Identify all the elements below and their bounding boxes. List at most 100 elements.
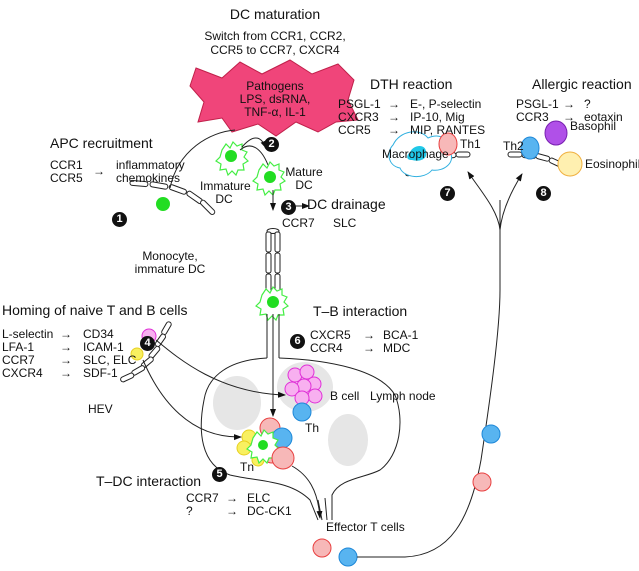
mature-dc-label-1: Mature [285, 165, 323, 179]
lymphatic-vessel [265, 228, 281, 295]
arrow-glyph: → [388, 123, 400, 137]
circulating-th2-cell [481, 424, 501, 444]
step-7-badge: 7 [440, 186, 455, 201]
arrow-glyph: → [388, 97, 400, 111]
pathogen-starburst [189, 59, 359, 137]
arrow-glyph: → [563, 97, 575, 111]
page-title: DC maturation [229, 6, 321, 22]
follicle [213, 376, 261, 430]
th2-label: Th2 [503, 139, 524, 153]
tdc-receptor-2: ? [186, 504, 193, 518]
arrow-glyph: → [60, 353, 72, 367]
stimulus-3: TNF-α, IL-1 [244, 105, 306, 119]
homing-receptor-3: CCR7 [2, 353, 35, 367]
monocyte-cell [156, 197, 170, 211]
blood-vessel-1 [129, 179, 216, 215]
step-8-badge: 8 [536, 186, 551, 201]
lymph-node-label: Lymph node [370, 389, 436, 403]
arrow-glyph: → [60, 366, 72, 380]
switch-line-1: Switch from CCR1, CCR2, [204, 29, 346, 43]
homing-ligand-3: SLC, ELC [83, 353, 137, 367]
tb-receptor-1: CXCR5 [310, 328, 351, 342]
arrow-glyph: → [60, 327, 72, 341]
dc-drainage-ligand: SLC [333, 216, 357, 230]
circulating-th1-cell [472, 472, 492, 492]
macrophage-label: Macrophage [382, 147, 449, 161]
b-cell-cluster [284, 364, 323, 406]
apc-heading: APC recruitment [50, 135, 153, 151]
arrow-glyph: → [388, 110, 400, 124]
dth-heading: DTH reaction [370, 76, 453, 92]
basophil-label: Basophil [570, 119, 617, 133]
step-5-badge: 5 [212, 467, 227, 482]
step-4-badge: 4 [140, 336, 155, 351]
macrophage-nucleus [407, 146, 427, 161]
tb-receptor-2: CCR4 [310, 341, 343, 355]
stimulus-1: Pathogens [246, 79, 304, 93]
arrow-glyph: → [226, 491, 238, 505]
b-cell-label: B cell [330, 389, 360, 403]
dth-receptor-1: PSGL-1 [338, 97, 381, 111]
mature-dc-label-2: DC [295, 178, 313, 192]
immature-dc-label-2: DC [215, 192, 233, 206]
apc-ligand-2: chemokines [116, 171, 181, 185]
homing-receptor-1: L-selectin [2, 327, 54, 341]
arrow-glyph: → [363, 328, 375, 342]
step-3-badge: 3 [281, 200, 296, 215]
allergic-ligand-2: eotaxin [584, 110, 623, 124]
apc-receptor-2: CCR5 [50, 171, 83, 185]
homing-ligand-1: CD34 [83, 327, 114, 341]
step-6-badge: 6 [290, 334, 305, 349]
effector-label: Effector T cells [326, 520, 405, 534]
step-2-badge: 2 [264, 137, 279, 152]
eosinophil-cell [557, 151, 583, 177]
follicle [328, 414, 368, 466]
t-dc-cluster [236, 417, 295, 470]
tn-label: Tn [240, 460, 255, 474]
circulation-path [467, 171, 501, 231]
th-cell [292, 402, 312, 422]
tb-ligand-2: MDC [383, 341, 411, 355]
arrow-glyph: → [363, 341, 375, 355]
stimulus-2: LPS, dsRNA, [239, 92, 311, 106]
step-1-badge: 1 [112, 212, 127, 227]
dc-drainage-heading: DC drainage [307, 196, 386, 212]
homing-ligand-2: ICAM-1 [83, 340, 124, 354]
dth-ligand-2: IP-10, Mig [410, 110, 465, 124]
th-label: Th [305, 421, 320, 435]
tb-ligand-1: BCA-1 [383, 328, 419, 342]
homing-ligand-4: SDF-1 [83, 366, 118, 380]
apc-ligand-1: inflammatory [116, 158, 185, 172]
hev-vessel [120, 321, 172, 383]
apc-receptor-1: CCR1 [50, 158, 83, 172]
homing-heading: Homing of naive T and B cells [2, 302, 188, 318]
apc-arrow: → [93, 164, 105, 178]
switch-line-2: CCR5 to CCR7, CXCR4 [210, 43, 340, 57]
allergic-heading: Allergic reaction [532, 76, 632, 92]
lymph-node-outline [200, 357, 401, 521]
homing-receptor-2: LFA-1 [2, 340, 35, 354]
hev-label: HEV [88, 402, 113, 416]
immature-dc-label-1: Immature [200, 179, 251, 193]
th1-cell [438, 132, 458, 156]
dc-drainage-receptor: CCR7 [282, 216, 315, 230]
naive-t-cell [130, 347, 144, 361]
effector-th1-cell [312, 538, 332, 558]
dth-ligand-3: MIP, RANTES [410, 123, 486, 137]
th1-label: Th1 [460, 137, 481, 151]
dth-receptor-2: CXCR3 [338, 110, 379, 124]
homing-receptor-4: CXCR4 [2, 366, 43, 380]
effector-th2-cell [338, 547, 358, 567]
basophil-cell [544, 120, 568, 146]
dth-ligand-1: E-, P-selectin [410, 97, 482, 111]
allergic-receptor-1: PSGL-1 [516, 97, 559, 111]
arrow-glyph: → [226, 504, 238, 518]
tb-heading: T–B interaction [313, 303, 408, 319]
eosinophil-label: Eosinophil [585, 157, 639, 171]
tdc-ligand-2: DC-CK1 [247, 504, 292, 518]
allergic-ligand-1: ? [584, 97, 591, 111]
monocyte-label-1: Monocyte, [142, 249, 198, 263]
tdc-heading: T–DC interaction [96, 473, 202, 489]
tdc-receptor-1: CCR7 [186, 491, 219, 505]
